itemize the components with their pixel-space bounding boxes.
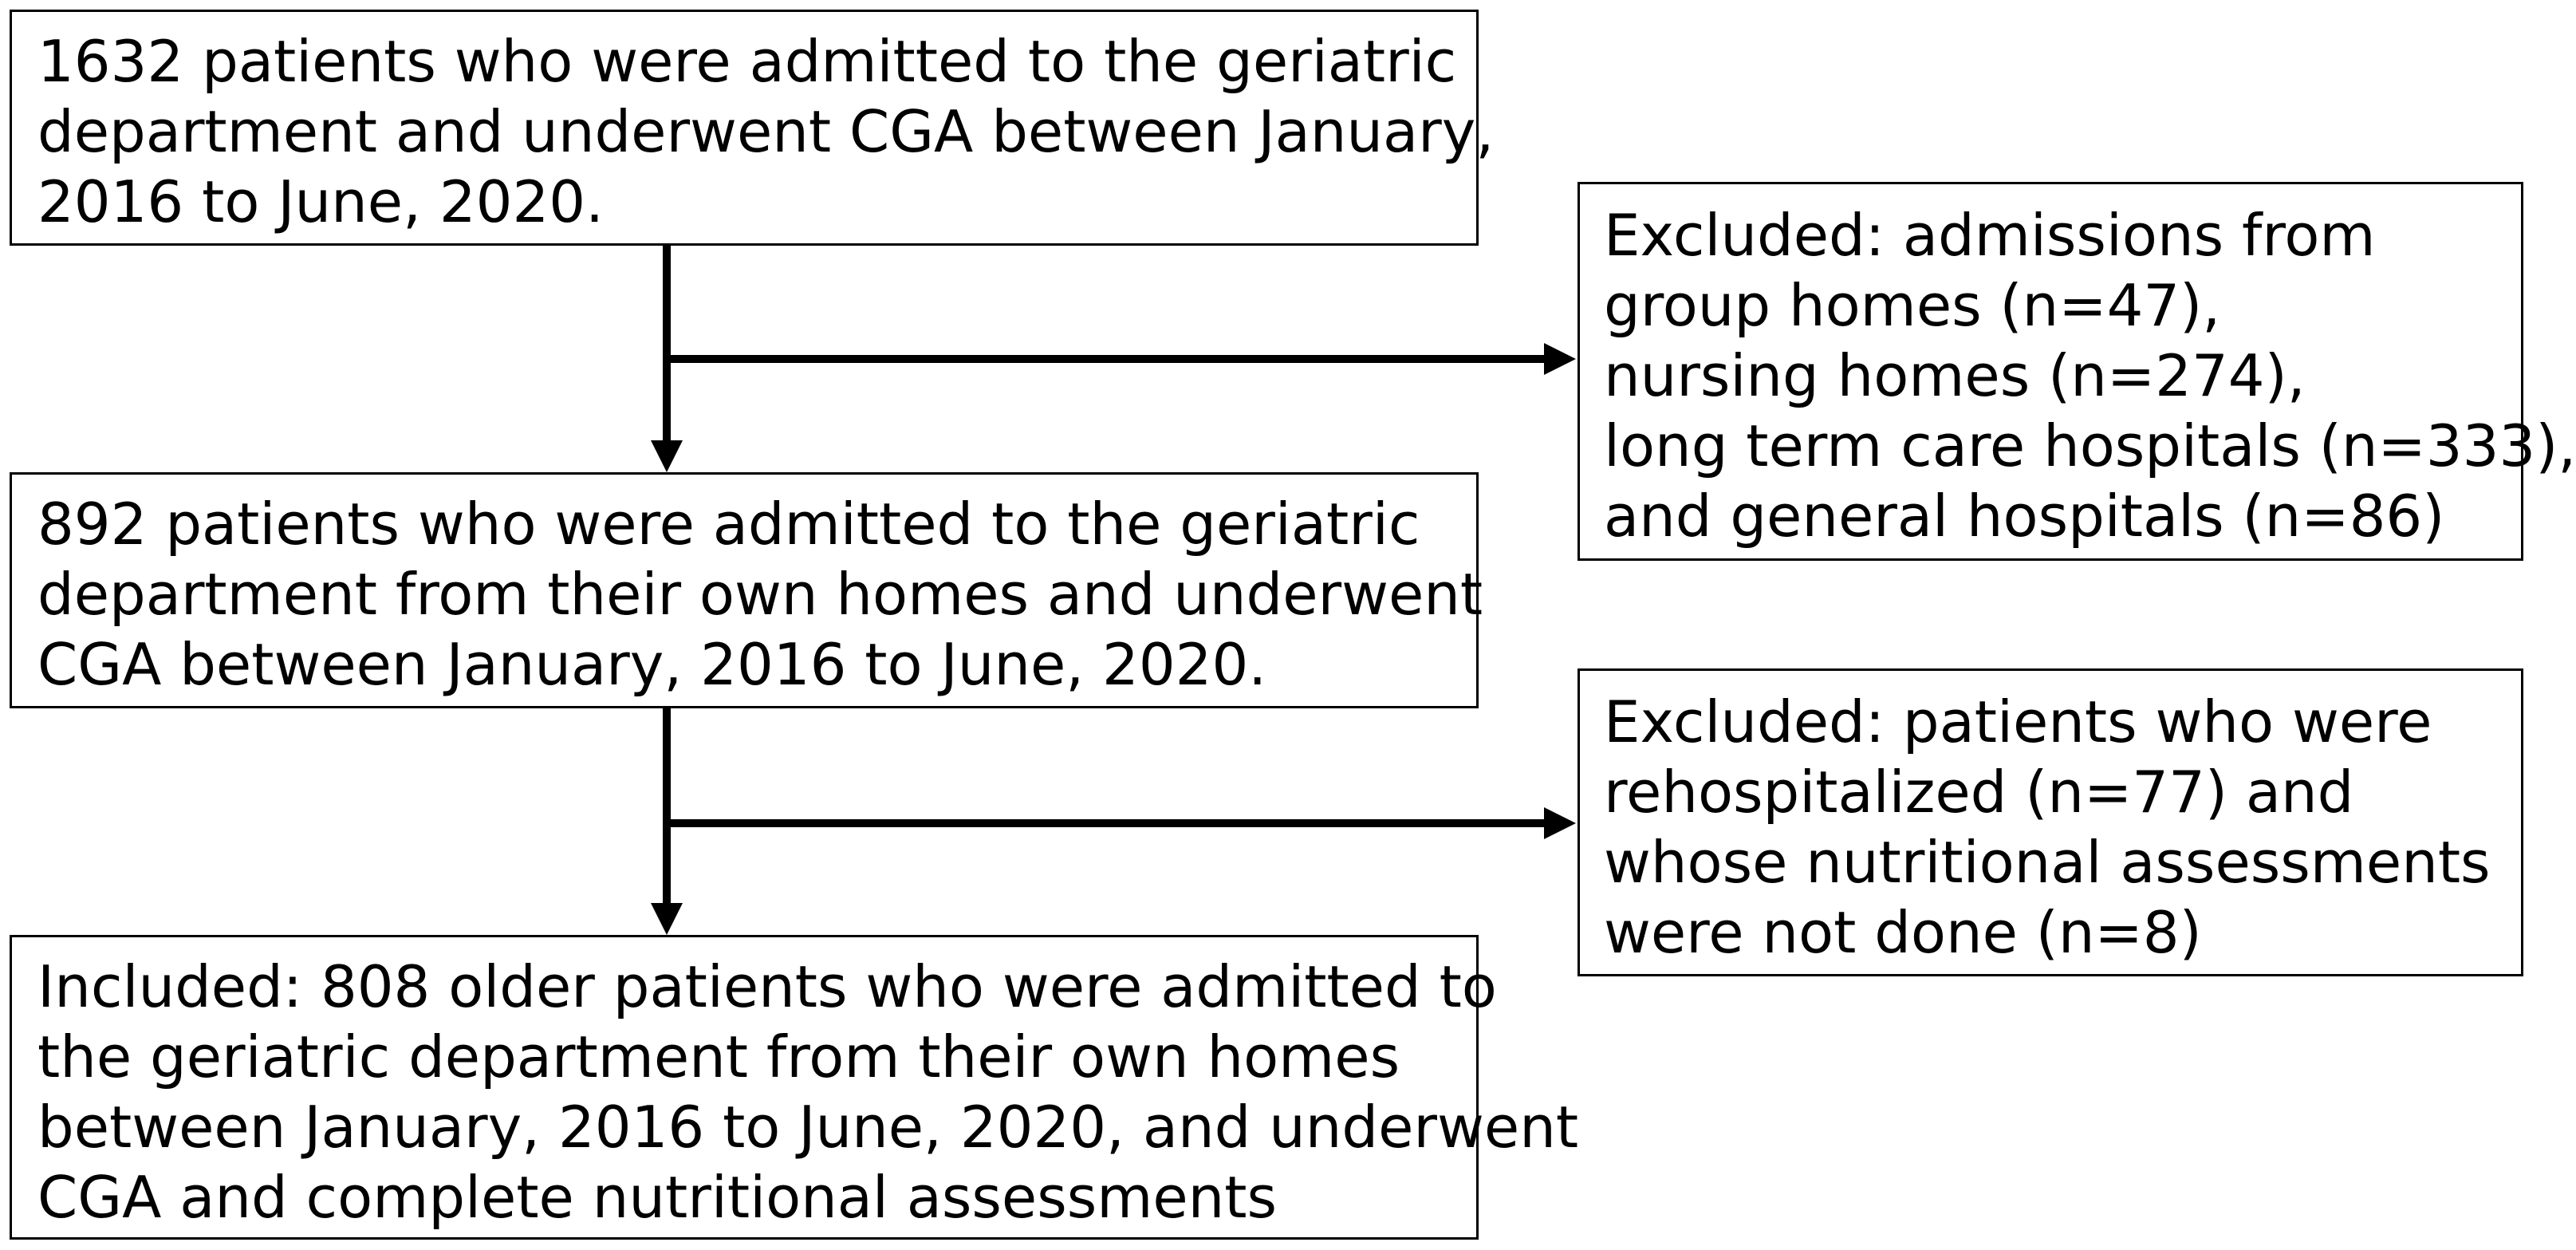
exclusion1-line-5: and general hospitals (n=86) <box>1604 483 2445 550</box>
exclusion1-box: Excluded: admissions from group homes (n… <box>1578 182 2576 561</box>
exclusion1-line-2: group homes (n=47), <box>1604 272 2221 339</box>
stage3-line-3: between January, 2016 to June, 2020, and… <box>37 1094 1579 1161</box>
exclusion2-line-3: whose nutritional assessments <box>1604 829 2491 896</box>
exclusion1-line-4: long term care hospitals (n=333), <box>1604 412 2576 479</box>
stage1-line-2: department and underwent CGA between Jan… <box>37 98 1495 165</box>
stage2-line-2: department from their own homes and unde… <box>37 561 1483 628</box>
stage2-line-1: 892 patients who were admitted to the ge… <box>37 491 1420 558</box>
stage1-line-3: 2016 to June, 2020. <box>37 168 604 235</box>
exclusion1-line-1: Excluded: admissions from <box>1604 202 2376 269</box>
stage1-box: 1632 patients who were admitted to the g… <box>10 10 1495 246</box>
exclusion2-line-1: Excluded: patients who were <box>1604 688 2432 755</box>
stage1-line-1: 1632 patients who were admitted to the g… <box>37 28 1457 95</box>
exclusion2-box: Excluded: patients who were rehospitaliz… <box>1578 668 2523 976</box>
stage2-box: 892 patients who were admitted to the ge… <box>10 472 1483 708</box>
exclusion2-line-2: rehospitalized (n=77) and <box>1604 759 2354 826</box>
stage3-line-1: Included: 808 older patients who were ad… <box>37 953 1497 1020</box>
exclusion2-line-4: were not done (n=8) <box>1604 899 2202 966</box>
exclusion1-line-3: nursing homes (n=274), <box>1604 342 2306 409</box>
stage3-line-4: CGA and complete nutritional assessments <box>37 1164 1278 1231</box>
stage2-line-3: CGA between January, 2016 to June, 2020. <box>37 631 1267 698</box>
stage3-line-2: the geriatric department from their own … <box>37 1023 1400 1090</box>
stage3-box: Included: 808 older patients who were ad… <box>10 935 1579 1240</box>
